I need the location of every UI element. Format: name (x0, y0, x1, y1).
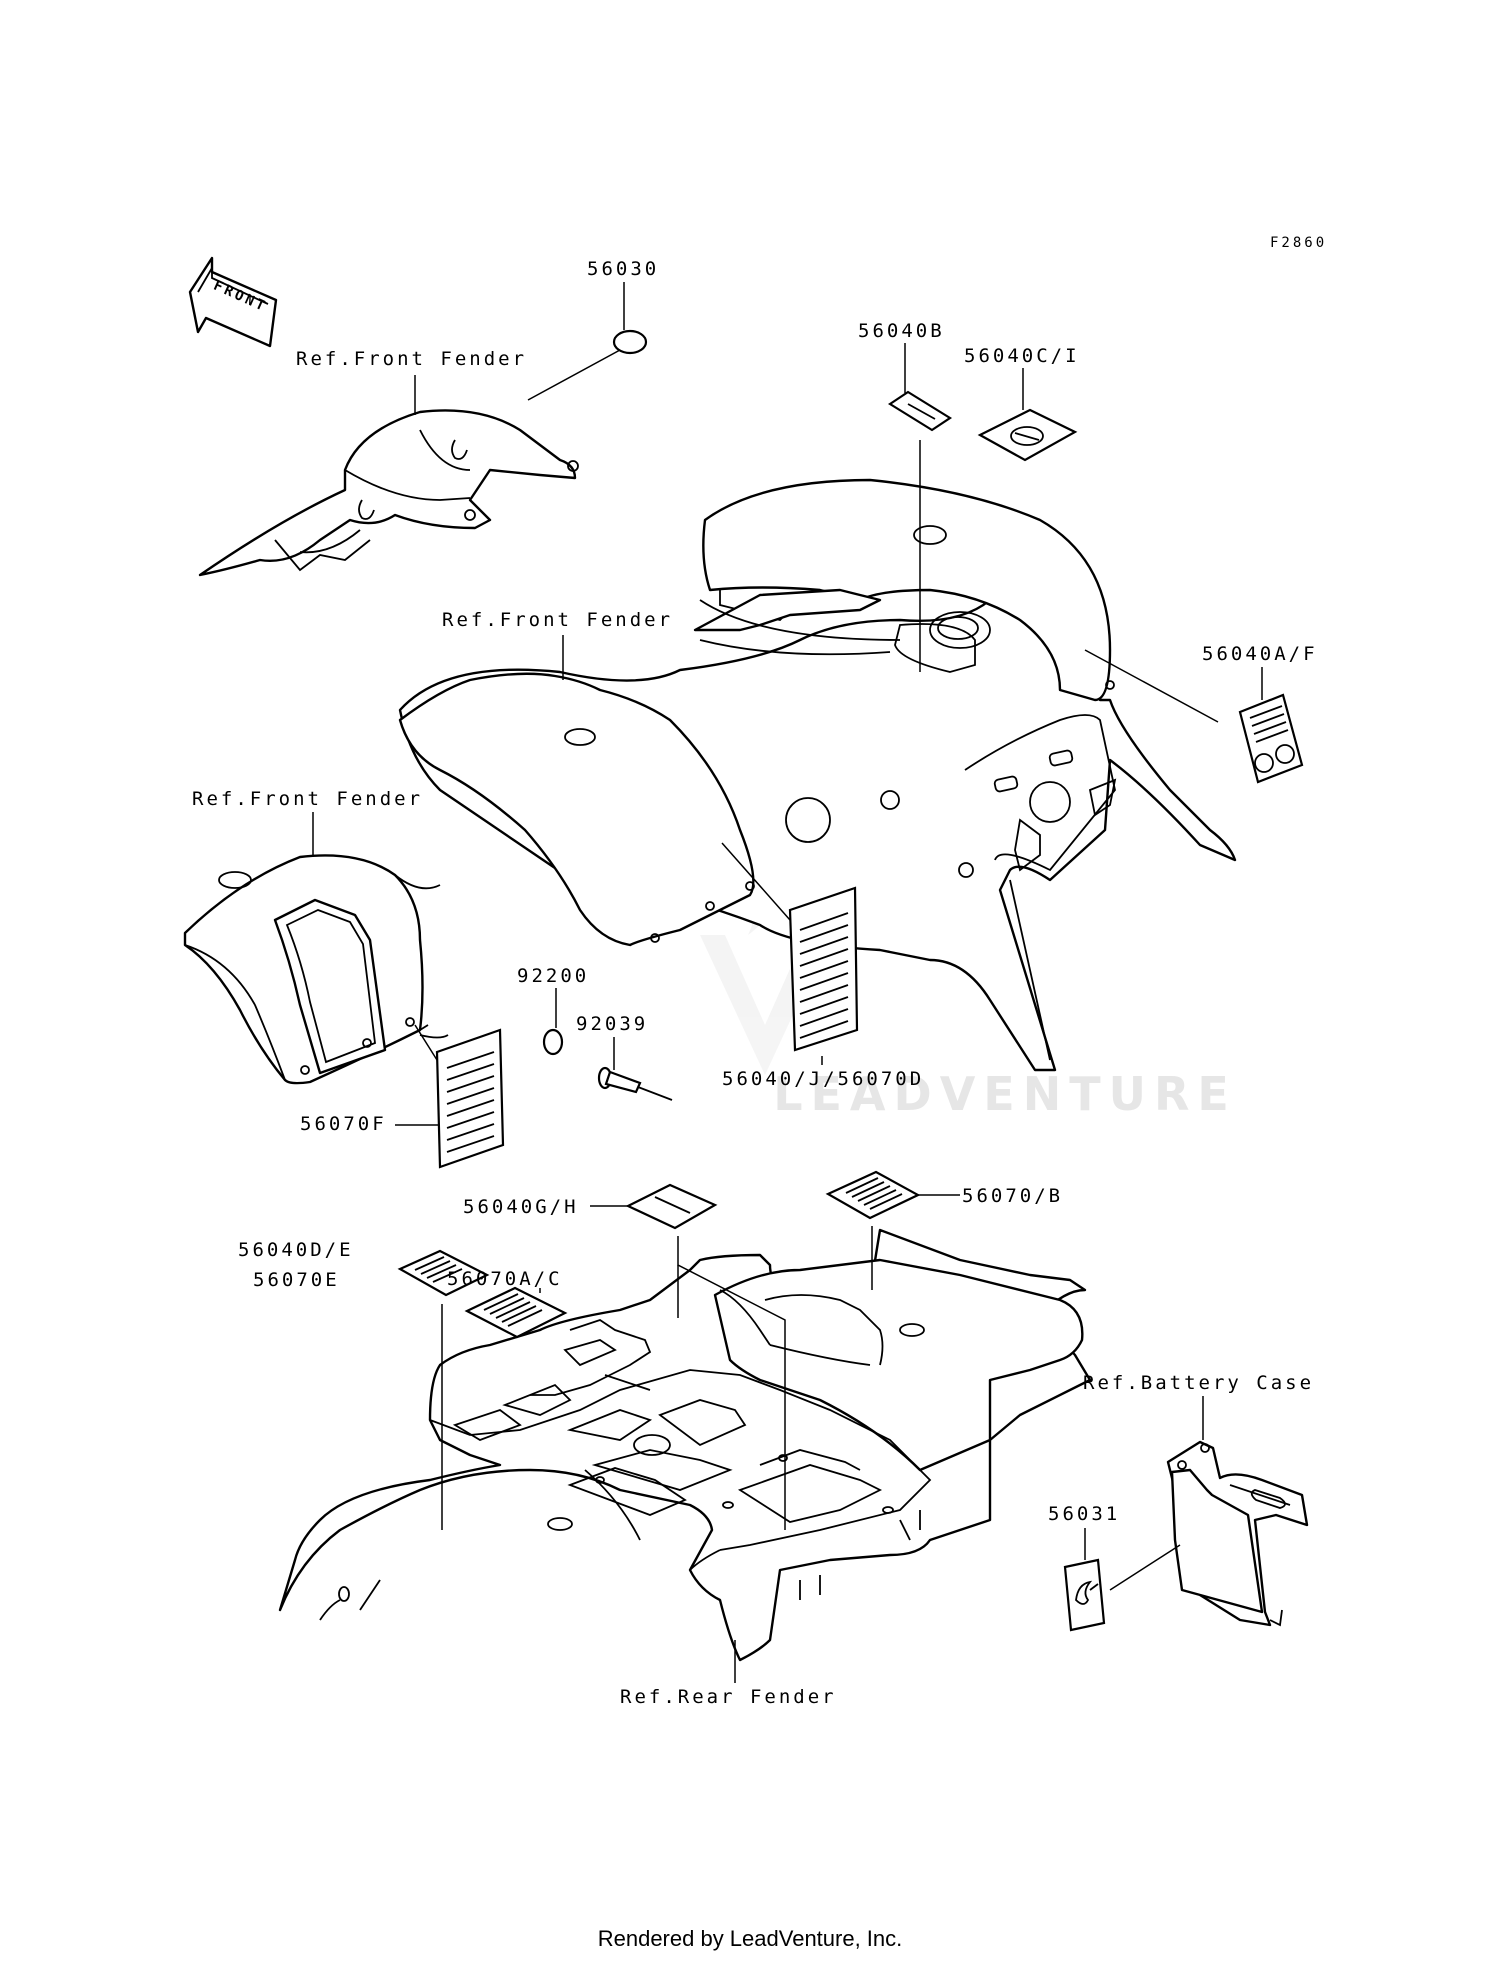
label-92039: 92039 (576, 1013, 648, 1035)
decal-56040af (1238, 693, 1304, 784)
decal-56070ac (464, 1286, 568, 1339)
decal-56040ci (977, 408, 1078, 462)
label-56040ci: 56040C/I (964, 345, 1080, 367)
label-ref-front-fender-2: Ref.Front Fender (442, 609, 673, 631)
washer-92200 (542, 1028, 564, 1056)
decal-56040de (397, 1249, 490, 1297)
rear-fender-part (278, 1228, 1092, 1662)
label-56030: 56030 (587, 258, 659, 280)
battery-case-part (1166, 1440, 1309, 1627)
decal-56031 (1063, 1558, 1106, 1632)
label-ref-front-fender-1: Ref.Front Fender (296, 348, 527, 370)
diagram-code: F2860 (1270, 235, 1327, 251)
front-arrow-icon: FRONT (188, 256, 278, 348)
label-56040j-56070d: 56040/J/56070D (722, 1068, 924, 1090)
decal-56040j (788, 886, 859, 1052)
leader-line (527, 349, 621, 401)
decal-56040gh (625, 1183, 718, 1230)
watermark-text: LEADVENTURE (773, 1067, 1237, 1121)
label-56070e: 56070E (253, 1269, 340, 1291)
washer-56030 (612, 329, 648, 355)
footer-credit: Rendered by LeadVenture, Inc. (598, 1926, 903, 1951)
leader-line (1109, 1544, 1181, 1591)
label-92200: 92200 (517, 965, 589, 987)
front-fender-inner-part (198, 409, 579, 577)
label-56040gh: 56040G/H (463, 1196, 579, 1218)
leader-line (414, 1024, 438, 1061)
label-56031: 56031 (1048, 1503, 1120, 1525)
label-56040af: 56040A/F (1202, 643, 1318, 665)
rivet-92039 (597, 1066, 673, 1101)
decal-56070f (435, 1028, 505, 1169)
leader-line (721, 842, 791, 921)
label-56040b: 56040B (858, 320, 945, 342)
decal-56040b (887, 390, 953, 432)
label-ref-battery-case: Ref.Battery Case (1083, 1372, 1314, 1394)
label-56040de: 56040D/E (238, 1239, 354, 1261)
label-56070f: 56070F (300, 1113, 387, 1135)
label-ref-rear-fender: Ref.Rear Fender (620, 1686, 837, 1708)
leader-line (1084, 649, 1219, 723)
decal-56070b (825, 1170, 921, 1220)
label-56070b: 56070/B (962, 1185, 1063, 1207)
label-56070ac: 56070A/C (447, 1268, 563, 1290)
front-fender-side-part (183, 854, 449, 1085)
front-fender-flap-part (398, 672, 755, 947)
label-ref-front-fender-3: Ref.Front Fender (192, 788, 423, 810)
